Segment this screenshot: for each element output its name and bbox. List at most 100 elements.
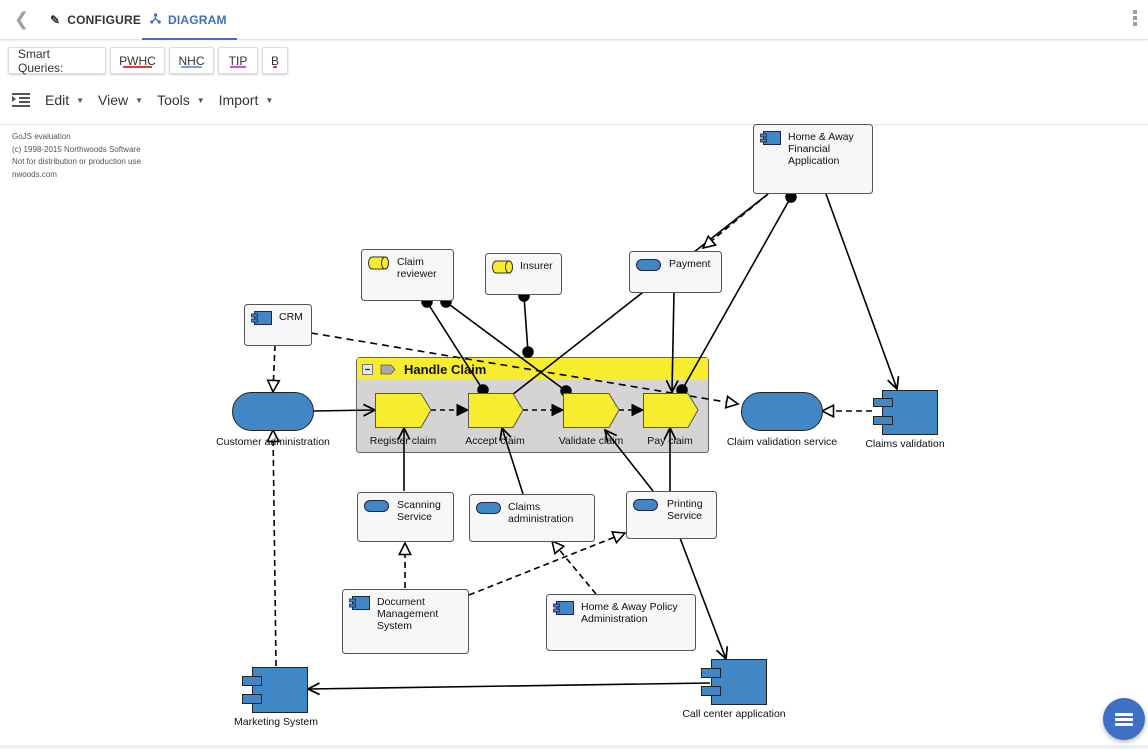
card-label-line: Printing (667, 498, 703, 510)
card-label-line: System (377, 620, 412, 632)
component-call-center-application[interactable]: Call center application (682, 659, 786, 721)
process-label: Register claim (370, 435, 437, 447)
card-label-line: Document (377, 596, 425, 608)
menu-import[interactable]: Import ▼ (219, 92, 274, 108)
card-label-line: Home & Away Policy (581, 601, 678, 613)
smart-query-tip-button[interactable]: TIP (218, 47, 258, 74)
diagram-menubar: Edit ▼ View ▼ Tools▼ Import ▼ (12, 92, 287, 108)
card-payment[interactable]: Payment (629, 251, 722, 293)
menu-tools[interactable]: Tools▼ (157, 92, 205, 108)
card-insurer[interactable]: Insurer (485, 253, 562, 295)
caret-down-icon: ▼ (196, 95, 205, 105)
watermark-line: Not for distribution or production use (12, 157, 141, 166)
component-label: Call center application (682, 708, 785, 720)
query-color-bar (273, 66, 277, 68)
group-title: Handle Claim (404, 362, 486, 377)
smart-query-b-label: B (270, 53, 279, 68)
watermark-line: GoJS evaluation (12, 132, 71, 141)
component-icon (760, 131, 781, 145)
smart-queries-bar: Smart Queries: PWHC NHC TIP B (8, 47, 288, 75)
component-icon (553, 601, 574, 615)
service-customer-administration[interactable]: Customer administration (216, 392, 330, 449)
card-label-line: Insurer (520, 260, 553, 272)
menu-view-label: View (98, 92, 129, 108)
tab-configure-label: CONFIGURE (67, 13, 142, 27)
card-label-line: Home & Away (788, 131, 855, 143)
watermark: GoJS evaluation (c) 1998-2015 Northwoods… (12, 131, 141, 181)
process-label: Validate claim (559, 435, 624, 447)
component-claims-validation[interactable]: Claims validation (865, 390, 945, 451)
smart-query-pwhc-button[interactable]: PWHC (110, 47, 165, 74)
component-label: Claims validation (865, 438, 945, 450)
query-color-bar (123, 66, 152, 68)
hierarchy-icon (150, 13, 161, 27)
card-label-line: Claims (508, 501, 540, 513)
bottom-divider (0, 745, 1148, 749)
card-label-line: Administration (581, 613, 648, 625)
smart-query-nhc-button[interactable]: NHC (169, 47, 214, 74)
role-icon (492, 260, 513, 274)
smart-query-pwhc-label: PWHC (119, 53, 156, 68)
more-menu-button[interactable] (1132, 10, 1138, 30)
component-marketing-system[interactable]: Marketing System (234, 667, 318, 729)
card-label-line: Application (788, 155, 840, 167)
service-label: Customer administration (216, 436, 330, 448)
back-button[interactable]: ❮ (14, 9, 29, 30)
card-label-line: Service (397, 511, 432, 523)
service-icon (633, 499, 658, 511)
menu-import-label: Import (218, 92, 259, 108)
process-label: Accept claim (465, 435, 525, 447)
menu-fab-button[interactable] (1103, 698, 1145, 740)
service-label: Claim validation service (727, 436, 837, 448)
card-label-line: Claim (397, 256, 424, 268)
process-accept-claim[interactable]: Accept claim (465, 393, 525, 448)
process-pay-claim[interactable]: Pay claim (643, 393, 699, 448)
tab-configure[interactable]: ✎ CONFIGURE (50, 0, 141, 40)
smart-query-b-button[interactable]: B (262, 47, 288, 74)
chevron-left-icon: ❮ (14, 9, 30, 29)
card-label-line: Scanning (397, 499, 441, 511)
active-tab-indicator (142, 38, 237, 40)
menu-edit[interactable]: Edit ▼ (45, 92, 84, 108)
card-label-line: Management (377, 608, 438, 620)
service-icon (364, 500, 389, 512)
role-icon (368, 256, 389, 270)
watermark-line: (c) 1998-2015 Northwoods Software (12, 144, 141, 154)
card-label-line: reviewer (397, 268, 437, 280)
card-label-line: administration (508, 513, 574, 525)
process-validate-claim[interactable]: Validate claim (559, 393, 624, 448)
query-color-bar (181, 66, 202, 68)
menu-edit-label: Edit (45, 92, 70, 108)
top-app-bar: ❮ ✎ CONFIGURE DIAGRAM (0, 0, 1148, 40)
service-icon (636, 259, 661, 271)
query-color-bar (230, 66, 246, 68)
caret-down-icon: ▼ (135, 95, 144, 105)
diagram-canvas[interactable] (0, 124, 1148, 745)
component-label: Marketing System (234, 716, 318, 728)
service-claim-validation[interactable]: Claim validation service (727, 392, 837, 449)
card-label-line: Service (667, 510, 702, 522)
card-label-line: Payment (669, 258, 711, 270)
component-icon (251, 311, 272, 325)
card-crm[interactable]: CRM (244, 304, 312, 346)
smart-query-tip-label: TIP (228, 53, 248, 68)
watermark-line: nwoods.com (12, 169, 57, 179)
service-icon (476, 502, 501, 514)
caret-down-icon: ▼ (265, 95, 274, 105)
minus-box-icon[interactable] (362, 364, 373, 375)
format-indent-icon[interactable] (12, 92, 30, 108)
process-register-claim[interactable]: Register claim (370, 393, 437, 448)
caret-down-icon: ▼ (76, 95, 85, 105)
tab-diagram[interactable]: DIAGRAM (142, 0, 237, 40)
component-icon (349, 596, 370, 610)
more-vert-icon (1132, 10, 1138, 26)
menu-view[interactable]: View ▼ (98, 92, 143, 108)
card-label-line: Financial (788, 143, 830, 155)
